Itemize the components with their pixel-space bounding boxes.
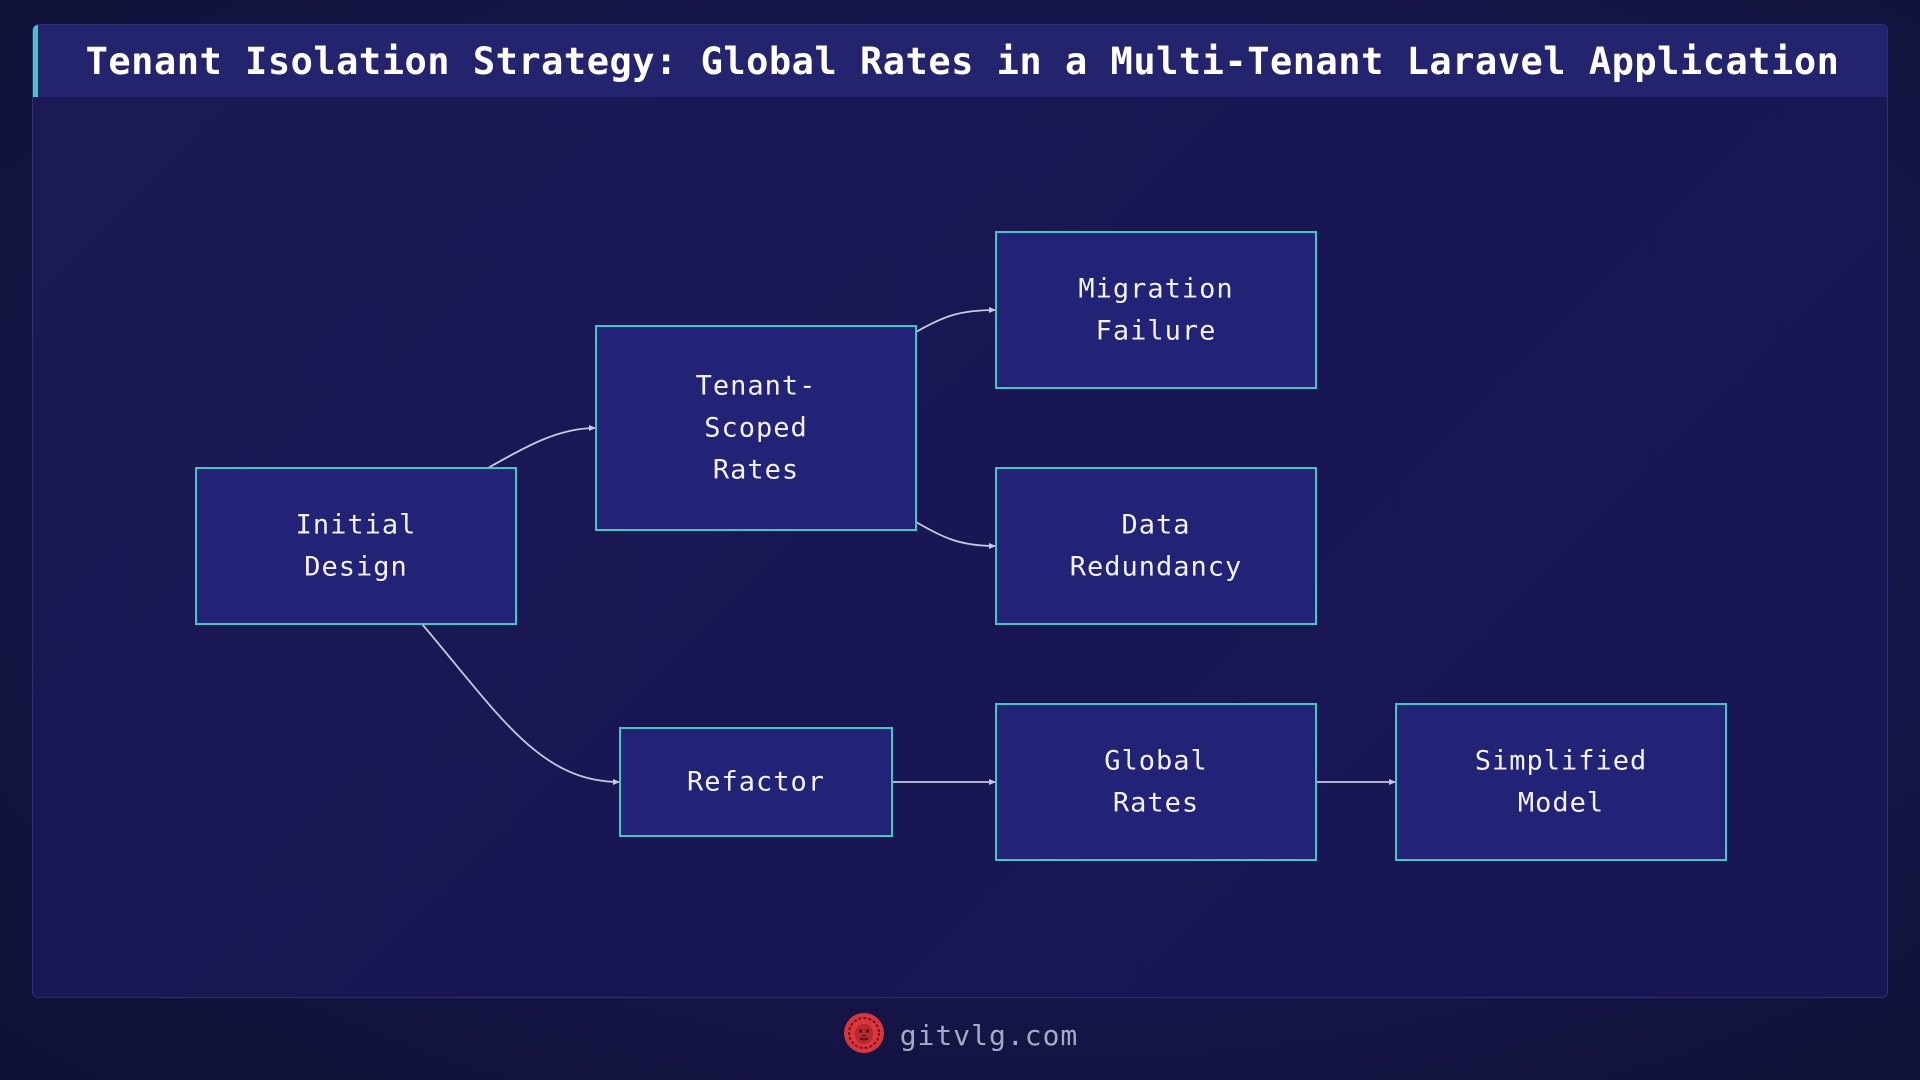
node-label-initial: Initial (296, 510, 417, 541)
edge-initial-to-tenant (487, 425, 597, 469)
node-label-tenant: Rates (713, 455, 799, 486)
node-label-tenant: Scoped (704, 413, 808, 444)
node-label-simplified: Model (1518, 788, 1604, 819)
diagram-panel: Tenant Isolation Strategy: Global Rates … (32, 24, 1888, 998)
node-label-migration: Failure (1096, 316, 1217, 347)
node-box-redundancy (995, 467, 1317, 625)
node-box-refactor (619, 727, 893, 837)
node-label-global: Rates (1113, 788, 1199, 819)
edges (421, 307, 1396, 785)
edge-tenant-to-migration (915, 307, 997, 333)
node-label-redundancy: Data (1121, 510, 1190, 541)
node-label-global: Global (1104, 746, 1208, 777)
edge-tenant-to-redundancy (915, 521, 997, 549)
node-refactor: Refactor (619, 727, 893, 837)
lion-head-icon (842, 1011, 886, 1059)
node-label-migration: Migration (1078, 274, 1233, 305)
node-label-refactor: Refactor (687, 767, 825, 798)
node-label-simplified: Simplified (1475, 746, 1648, 777)
node-box-simplified (1395, 703, 1727, 861)
node-box-migration (995, 231, 1317, 389)
node-label-redundancy: Redundancy (1070, 552, 1243, 583)
node-label-initial: Design (304, 552, 408, 583)
node-box-tenant (595, 325, 917, 531)
page-title: Tenant Isolation Strategy: Global Rates … (85, 39, 1840, 83)
footer-site-link[interactable]: gitvlg.com (899, 1018, 1079, 1052)
node-box-initial (195, 467, 517, 625)
node-label-tenant: Tenant- (696, 371, 817, 402)
title-bar: Tenant Isolation Strategy: Global Rates … (33, 25, 1887, 97)
node-box-global (995, 703, 1317, 861)
edge-initial-to-refactor (421, 623, 621, 785)
footer: gitvlg.com (0, 1010, 1920, 1060)
